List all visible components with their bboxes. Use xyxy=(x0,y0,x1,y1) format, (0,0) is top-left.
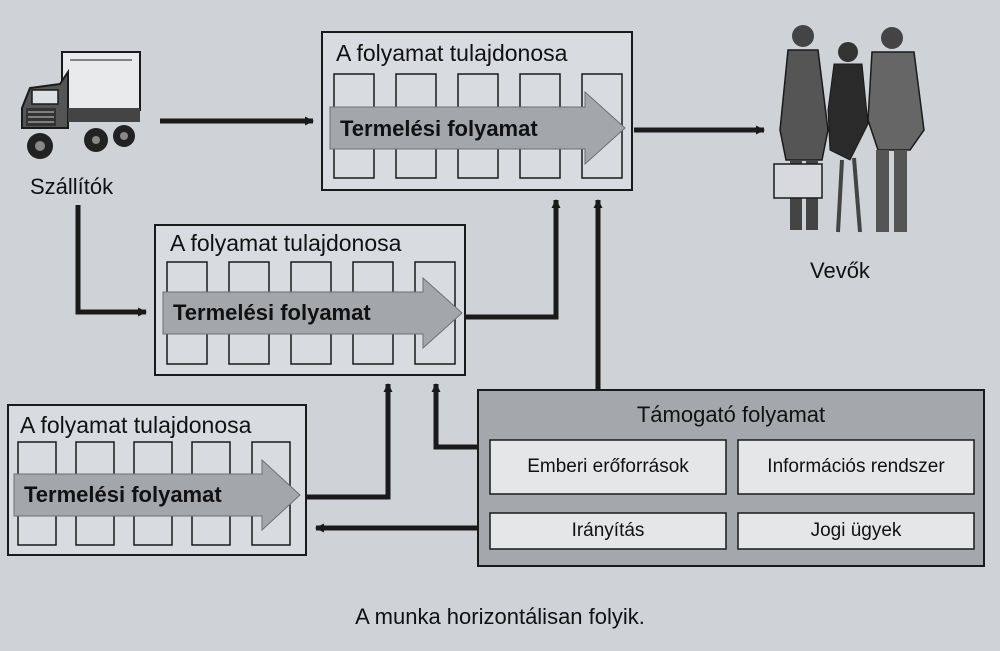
process-1-label: Termelési folyamat xyxy=(340,116,538,141)
truck-icon xyxy=(21,51,141,159)
caption: A munka horizontálisan folyik. xyxy=(355,604,645,629)
arrow-process-2-to-process-1 xyxy=(466,199,561,320)
support-item-management: Irányítás xyxy=(571,520,645,541)
process-arrow-3 xyxy=(13,458,301,532)
process-arrow-2 xyxy=(162,276,463,350)
support-item-it: Információs rendszer xyxy=(767,456,945,477)
process-arrow-1 xyxy=(329,90,626,166)
process-box-3 xyxy=(7,404,307,556)
arrow-supplier-to-process-2 xyxy=(75,205,147,317)
supplier-label: Szállítók xyxy=(30,174,114,199)
process-1-owner: A folyamat tulajdonosa xyxy=(336,40,568,66)
process-3-owner: A folyamat tulajdonosa xyxy=(20,412,252,438)
support-title: Támogató folyamat xyxy=(636,402,826,427)
process-2-owner: A folyamat tulajdonosa xyxy=(170,230,402,256)
support-item-legal: Jogi ügyek xyxy=(810,520,902,541)
customers-people-icon xyxy=(773,25,925,233)
process-3-label: Termelési folyamat xyxy=(24,482,222,507)
connector-arrows xyxy=(75,116,765,533)
support-box xyxy=(477,389,985,567)
process-2-label: Termelési folyamat xyxy=(173,300,371,325)
arrow-process-3-to-process-2 xyxy=(306,383,393,500)
process-box-2 xyxy=(154,224,466,376)
support-item-hr: Emberi erőforrások xyxy=(527,456,689,477)
customers-label: Vevők xyxy=(810,258,870,283)
process-box-1 xyxy=(321,31,633,191)
arrow-support-to-process-2 xyxy=(431,383,478,450)
